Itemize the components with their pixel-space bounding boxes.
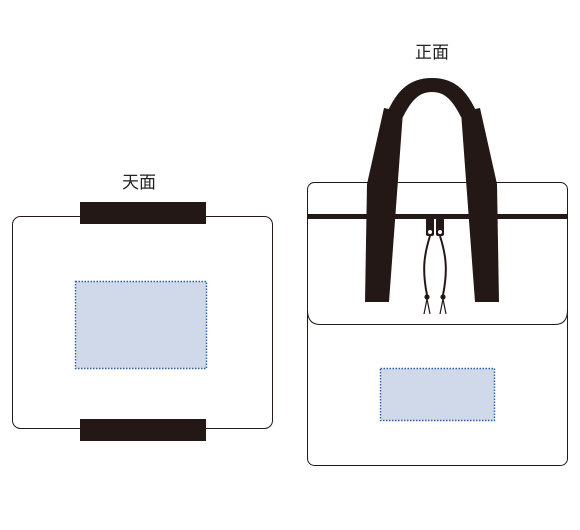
front-view-zipper-band [307, 214, 568, 219]
handle-strap-right [461, 108, 499, 302]
handle-arc [384, 78, 480, 120]
top-view-handle-top [80, 202, 206, 224]
top-view-print-area [74, 280, 208, 370]
top-view-handle-bottom [80, 419, 206, 441]
front-view-handle [365, 78, 499, 302]
front-view [307, 78, 568, 466]
handle-strap-left [365, 108, 403, 302]
front-view-lid-line [307, 309, 568, 325]
front-view-print-area [379, 367, 496, 422]
front-view-label: 正面 [415, 43, 449, 63]
top-view-label: 天面 [122, 173, 156, 193]
top-view [12, 202, 273, 441]
front-view-zipper-pulls [423, 218, 447, 315]
